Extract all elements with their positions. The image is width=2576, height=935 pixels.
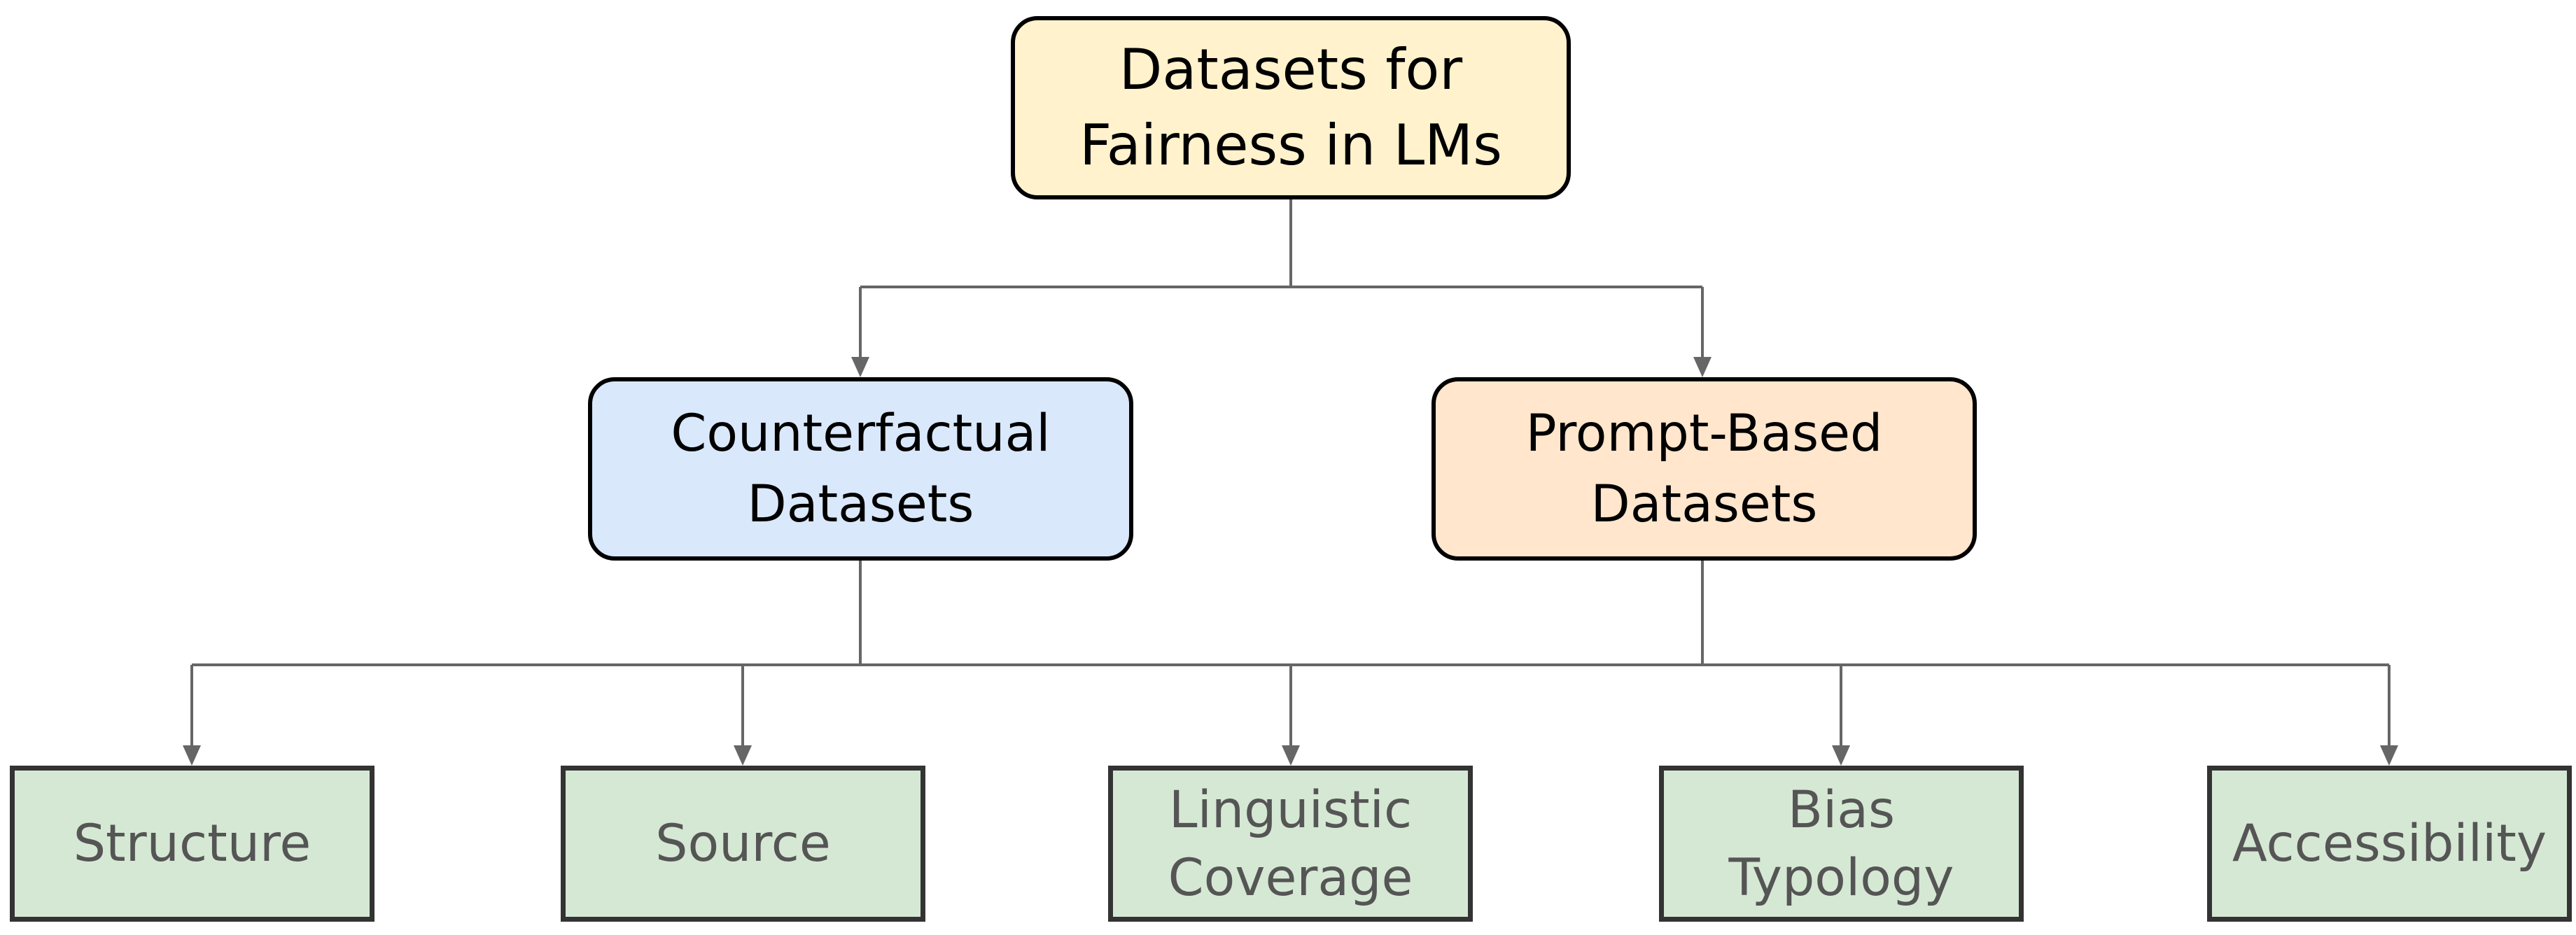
bias-typology-label: Bias Typology [1728,780,1954,908]
linguistic-coverage-node: Linguistic Coverage [1108,766,1473,922]
root-node-label: Datasets for Fairness in LMs [1079,37,1502,178]
arrowhead-prompt [1693,357,1712,377]
arrowhead-linguistic-coverage [1282,745,1300,766]
accessibility-node: Accessibility [2207,766,2572,922]
arrowhead-source [734,745,752,766]
arrowhead-bias-typology [1832,745,1850,766]
structure-node: Structure [10,766,374,922]
linguistic-coverage-label: Linguistic Coverage [1168,780,1413,908]
accessibility-label: Accessibility [2232,814,2547,873]
prompt-based-datasets-label: Prompt-Based Datasets [1525,404,1883,534]
counterfactual-datasets-node: Counterfactual Datasets [588,377,1133,561]
prompt-based-datasets-node: Prompt-Based Datasets [1432,377,1977,561]
root-node: Datasets for Fairness in LMs [1011,16,1571,199]
arrowhead-structure [183,745,201,766]
source-node: Source [561,766,925,922]
bias-typology-node: Bias Typology [1659,766,2024,922]
structure-label: Structure [73,814,312,873]
arrowhead-counterfactual [851,357,869,377]
arrowhead-accessibility [2380,745,2398,766]
source-label: Source [655,814,831,873]
counterfactual-datasets-label: Counterfactual Datasets [671,404,1051,534]
